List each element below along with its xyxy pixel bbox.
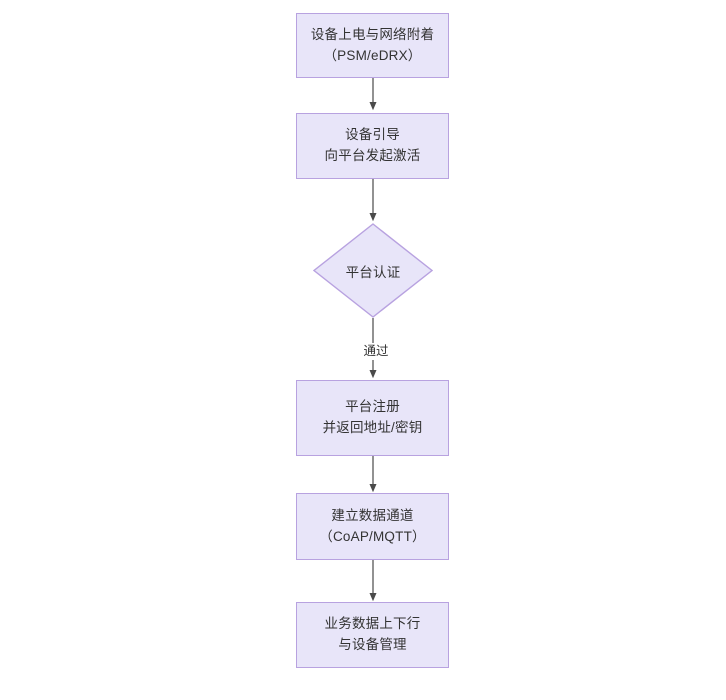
node-label-line1: 建立数据通道 <box>331 507 414 523</box>
node-device-power-on[interactable]: 设备上电与网络附着 （PSM/eDRX） <box>296 13 449 78</box>
node-label-line2: （CoAP/MQTT） <box>319 528 426 544</box>
node-device-bootstrap[interactable]: 设备引导 向平台发起激活 <box>296 113 449 179</box>
diamond-shape <box>313 223 433 318</box>
node-label-line1: 平台注册 <box>345 399 400 415</box>
node-business-data[interactable]: 业务数据上下行 与设备管理 <box>296 602 449 668</box>
node-label-line2: 与设备管理 <box>338 637 407 652</box>
node-label-line2: 并返回地址/密钥 <box>322 420 423 435</box>
node-platform-register[interactable]: 平台注册 并返回地址/密钥 <box>296 380 449 456</box>
node-label-line1: 设备引导 <box>345 127 400 143</box>
node-data-channel[interactable]: 建立数据通道 （CoAP/MQTT） <box>296 493 449 560</box>
edge-label-pass: 通过 <box>354 343 398 360</box>
node-label-line1: 设备上电与网络附着 <box>310 26 435 42</box>
node-label-line2: （PSM/eDRX） <box>323 47 422 63</box>
node-label-line1: 业务数据上下行 <box>324 616 421 632</box>
node-platform-authentication[interactable]: 平台认证 <box>313 223 433 318</box>
node-label-line2: 向平台发起激活 <box>324 148 421 163</box>
